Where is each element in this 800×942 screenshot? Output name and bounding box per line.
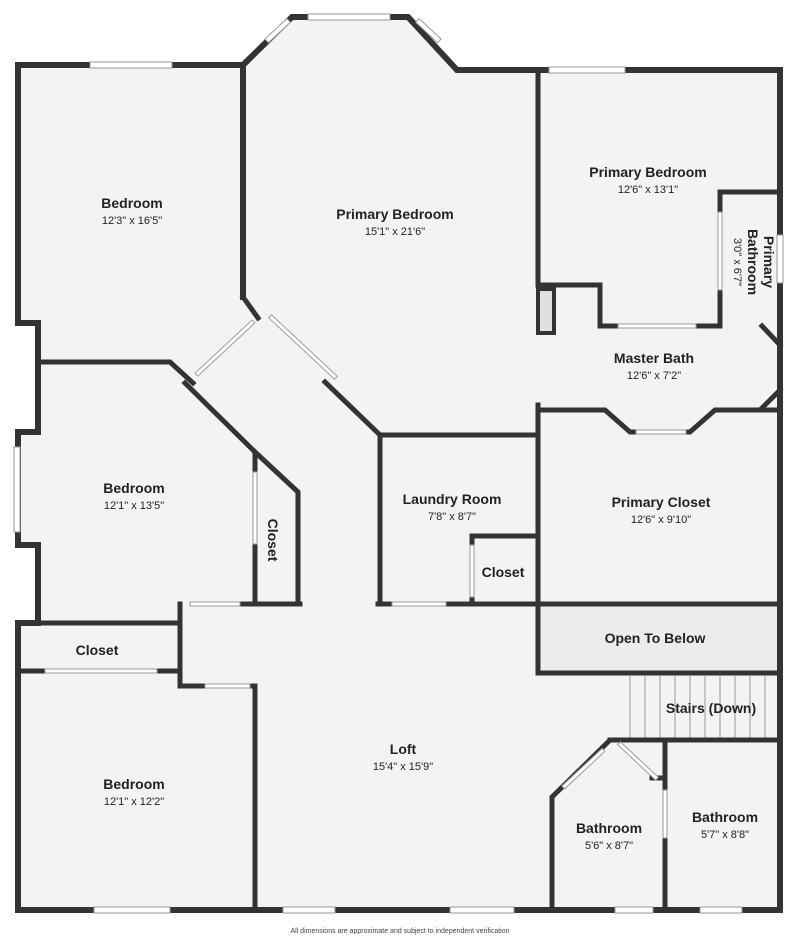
door-closet-laundry <box>469 544 475 598</box>
wall-bedroom-nw-east-stub <box>239 293 262 322</box>
door-bathroom-s1-diagonal-left <box>561 747 606 790</box>
stairs-treads <box>629 676 766 738</box>
label-bedroom-sw-dims: 12'1" x 12'2" <box>104 796 164 808</box>
window-bedroom-sw-south <box>93 906 171 914</box>
door-bathroom-s1-diagonal <box>616 741 660 781</box>
label-open-to-below: Open To Below <box>605 630 706 646</box>
label-bedroom-nw-name: Bedroom <box>101 195 162 211</box>
label-primary-bedroom-main-dims: 15'1" x 21'6" <box>365 226 425 238</box>
label-primary-bedroom-ne-name: Primary Bedroom <box>589 164 706 180</box>
label-loft-dims: 15'4" x 15'9" <box>373 761 433 773</box>
wall-open-to-below-south <box>535 601 783 676</box>
window-bedroom-w-west <box>13 446 21 533</box>
label-laundry-room-dims: 7'8" x 8'7" <box>428 511 476 523</box>
window-primary-bathroom-east <box>776 234 784 284</box>
label-bedroom-w-dims: 12'1" x 13'5" <box>104 500 164 512</box>
window-loft-south-1 <box>282 906 336 914</box>
door-primary-bedroom-ne-south <box>617 323 697 329</box>
wall-chimney-hatch <box>540 291 552 331</box>
label-primary-bathroom-name-1: Primary <box>761 236 777 288</box>
label-laundry-room-name: Laundry Room <box>403 491 502 507</box>
wall-bedroom-nw-south <box>35 359 197 387</box>
open-to-below-area <box>538 605 778 671</box>
label-loft-name: Loft <box>390 741 417 757</box>
disclaimer-footer: All dimensions are approximate and subje… <box>290 928 510 935</box>
label-closet-w: Closet <box>265 519 281 562</box>
wall-master-bath-ne-diagonal <box>758 322 784 349</box>
label-bedroom-w-name: Bedroom <box>103 480 164 496</box>
label-primary-bathroom-dims: 3'0" x 6'7" <box>731 238 743 286</box>
label-closet-laundry: Closet <box>482 564 525 580</box>
label-primary-bedroom-main-name: Primary Bedroom <box>336 206 453 222</box>
window-loft-south-2 <box>449 906 515 914</box>
window-bathroom-s2-south <box>699 906 743 914</box>
door-closet-w <box>252 471 258 545</box>
window-bedroom-nw-north <box>89 61 173 69</box>
window-primary-bay-right <box>414 17 442 44</box>
door-bedroom-w-south <box>189 601 241 607</box>
door-primary-bathroom-west <box>717 211 723 291</box>
label-bathroom-s2-dims: 5'7" x 8'8" <box>701 829 749 841</box>
label-master-bath-dims: 12'6" x 7'2" <box>627 370 681 382</box>
label-primary-bathroom-name-2: Bathroom <box>745 229 761 295</box>
wall-master-bath-se-diagonal <box>758 386 784 412</box>
door-primary-closet-north <box>635 429 687 435</box>
label-bathroom-s1-dims: 5'6" x 8'7" <box>585 840 633 852</box>
wall-closet-w <box>251 448 301 607</box>
door-bathroom-s2-west <box>662 789 668 839</box>
label-bathroom-s1-name: Bathroom <box>576 820 642 836</box>
window-primary-bay-left <box>264 17 292 44</box>
label-closet-sw: Closet <box>76 642 119 658</box>
label-master-bath-name: Master Bath <box>614 350 694 366</box>
label-bedroom-sw-name: Bedroom <box>103 776 164 792</box>
door-bedroom-nw-diagonal <box>194 319 256 377</box>
label-primary-closet-name: Primary Closet <box>612 494 711 510</box>
door-primary-bedroom-diagonal <box>268 314 338 380</box>
label-bedroom-nw-dims: 12'3" x 16'5" <box>102 215 162 227</box>
door-closet-sw <box>44 668 158 674</box>
door-laundry-south <box>391 601 447 607</box>
label-primary-bathroom: Primary Bathroom 3'0" x 6'7" <box>731 229 777 295</box>
window-bathroom-s1-south <box>614 906 654 914</box>
label-primary-bedroom-ne-dims: 12'6" x 13'1" <box>618 184 678 196</box>
door-bedroom-sw <box>204 683 251 689</box>
label-primary-closet-dims: 12'6" x 9'10" <box>631 514 691 526</box>
window-primary-ne-north <box>548 66 626 74</box>
label-stairs: Stairs (Down) <box>666 700 756 716</box>
label-bathroom-s2-name: Bathroom <box>692 809 758 825</box>
window-primary-bay-top <box>307 13 391 21</box>
